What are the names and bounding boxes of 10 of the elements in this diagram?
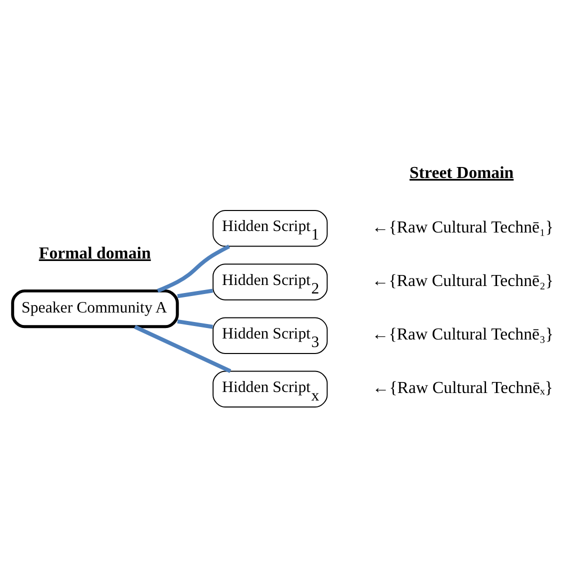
connector (157, 244, 230, 293)
label: Formal domain (38, 243, 151, 262)
label: ←{Raw Cultural Technē₂} (372, 271, 554, 290)
label: Street Domain (410, 162, 514, 182)
label: ←{Raw Cultural Technēₓ} (372, 378, 553, 398)
connector (177, 319, 214, 329)
connector (177, 288, 214, 298)
label: ←{Raw Cultural Technē₃} (372, 324, 554, 344)
node-box: Speaker Community A (11, 289, 179, 328)
label: ←{Raw Cultural Technē₁} (372, 217, 554, 236)
